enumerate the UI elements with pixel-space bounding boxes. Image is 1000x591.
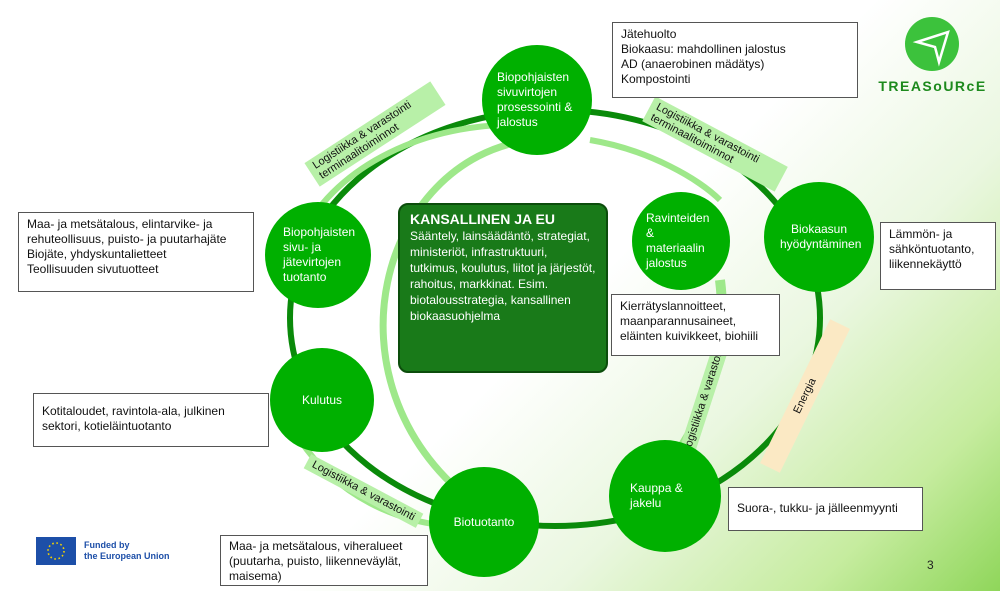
box-line: Kierrätyslannoitteet, maanparannusaineet…	[620, 299, 759, 343]
node-bioproduction-label: Biotuotanto	[453, 514, 515, 529]
funding-line2: the European Union	[84, 551, 170, 561]
box-line: Biokaasu: mahdollinen jalostus	[621, 42, 786, 56]
paper-plane-icon	[905, 17, 959, 71]
logo-text: TREASoURcE	[878, 78, 987, 94]
box-line: Teollisuuden sivutuotteet	[27, 262, 159, 276]
node-processing-label: Biopohjaisten sivuvirtojen prosessointi …	[497, 70, 573, 129]
page-number: 3	[927, 558, 934, 572]
eu-funding: Funded by the European Union	[36, 537, 170, 565]
inner-ring-left	[379, 136, 531, 503]
box-processing: Jätehuolto Biokaasu: mahdollinen jalostu…	[612, 22, 858, 98]
center-title: KANSALLINEN JA EU	[410, 211, 555, 227]
center-text: Sääntely, lainsäädäntö, strategiat, mini…	[410, 229, 596, 323]
funding-line1: Funded by	[84, 540, 130, 550]
inner-ring-right	[589, 137, 723, 203]
box-line: Lämmön- ja sähköntuotanto, liikennekäytt…	[889, 227, 975, 271]
box-line: Suora-, tukku- ja jälleenmyynti	[737, 501, 898, 515]
center-box: KANSALLINEN JA EU Sääntely, lainsäädäntö…	[398, 203, 608, 373]
box-line: Maa- ja metsätalous, viheralueet (puutar…	[229, 539, 403, 583]
box-line: Jätehuolto	[621, 27, 677, 41]
node-production-label: Biopohjaisten sivu- ja jätevirtojen tuot…	[283, 225, 356, 284]
node-trade-label: Kauppa & jakelu	[630, 481, 683, 510]
box-line: Biojäte, yhdyskuntalietteet	[27, 247, 167, 261]
box-production: Maa- ja metsätalous, elintarvike- ja reh…	[18, 212, 254, 292]
node-trade[interactable]: Kauppa & jakelu	[609, 440, 721, 552]
node-bioproduction[interactable]: Biotuotanto	[429, 467, 539, 577]
node-nutrients[interactable]: Ravinteiden & materiaalin jalostus	[632, 192, 730, 290]
box-line: Kompostointi	[621, 72, 691, 86]
node-biogas-label: Biokaasun hyödyntäminen	[780, 222, 862, 251]
box-trade: Suora-, tukku- ja jälleenmyynti	[728, 487, 923, 531]
treasource-logo: TREASoURcE	[870, 16, 995, 96]
box-consumption: Kotitaloudet, ravintola-ala, julkinen se…	[33, 393, 269, 447]
node-consumption[interactable]: Kulutus	[270, 348, 374, 452]
box-bioproduction: Maa- ja metsätalous, viheralueet (puutar…	[220, 535, 428, 586]
node-nutrients-label: Ravinteiden & materiaalin jalostus	[646, 211, 710, 270]
box-line: AD (anaerobinen mädätys)	[621, 57, 765, 71]
box-line: Maa- ja metsätalous, elintarvike- ja reh…	[27, 217, 227, 246]
node-production[interactable]: Biopohjaisten sivu- ja jätevirtojen tuot…	[265, 202, 371, 308]
box-nutrients: Kierrätyslannoitteet, maanparannusaineet…	[611, 294, 780, 356]
box-biogas: Lämmön- ja sähköntuotanto, liikennekäytt…	[880, 222, 996, 290]
eu-flag-icon	[36, 537, 76, 565]
node-consumption-label: Kulutus	[301, 392, 343, 407]
node-processing[interactable]: Biopohjaisten sivuvirtojen prosessointi …	[482, 45, 592, 155]
node-biogas[interactable]: Biokaasun hyödyntäminen	[764, 182, 874, 292]
box-line: Kotitaloudet, ravintola-ala, julkinen se…	[42, 404, 225, 433]
